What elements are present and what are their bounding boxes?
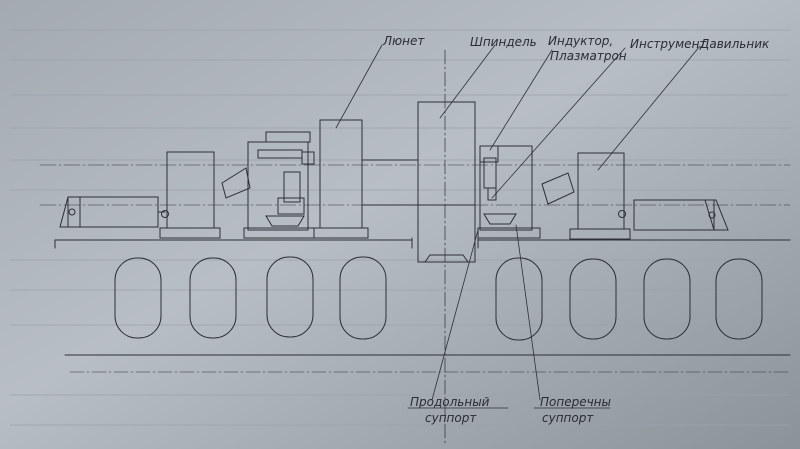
right-inductor-assembly: [477, 145, 541, 239]
spindle-shaft: [361, 159, 419, 206]
label-cross-support-line1: Поперечны: [540, 395, 611, 409]
label-spindle: Шпиндель: [470, 35, 537, 49]
left-support-block: [159, 151, 221, 239]
label-tool: Инструмент: [630, 37, 707, 51]
label-lunet: Люнет: [382, 34, 425, 48]
label-roller: Давильник: [699, 37, 770, 51]
left-tailstock: [59, 196, 169, 228]
label-long-support-line2: суппорт: [425, 411, 477, 425]
machine-bed: [54, 237, 791, 249]
left-carriage: [243, 131, 315, 239]
leader-lines: [335, 44, 701, 401]
label-inductor-line1: Индуктор,: [548, 34, 613, 48]
label-inductor-line2: Плазматрон: [550, 49, 627, 63]
right-support-block: [569, 152, 631, 240]
bed-base-lines: [64, 354, 791, 373]
right-roller: [541, 172, 575, 205]
lunette-block: [313, 119, 369, 239]
label-cross-support-line2: суппорт: [542, 411, 594, 425]
left-roller: [221, 167, 251, 199]
spindle-body: [417, 101, 476, 263]
right-tailstock: [618, 199, 729, 231]
label-long-support-line1: Продольный: [410, 395, 490, 409]
bed-slots: [114, 256, 763, 341]
